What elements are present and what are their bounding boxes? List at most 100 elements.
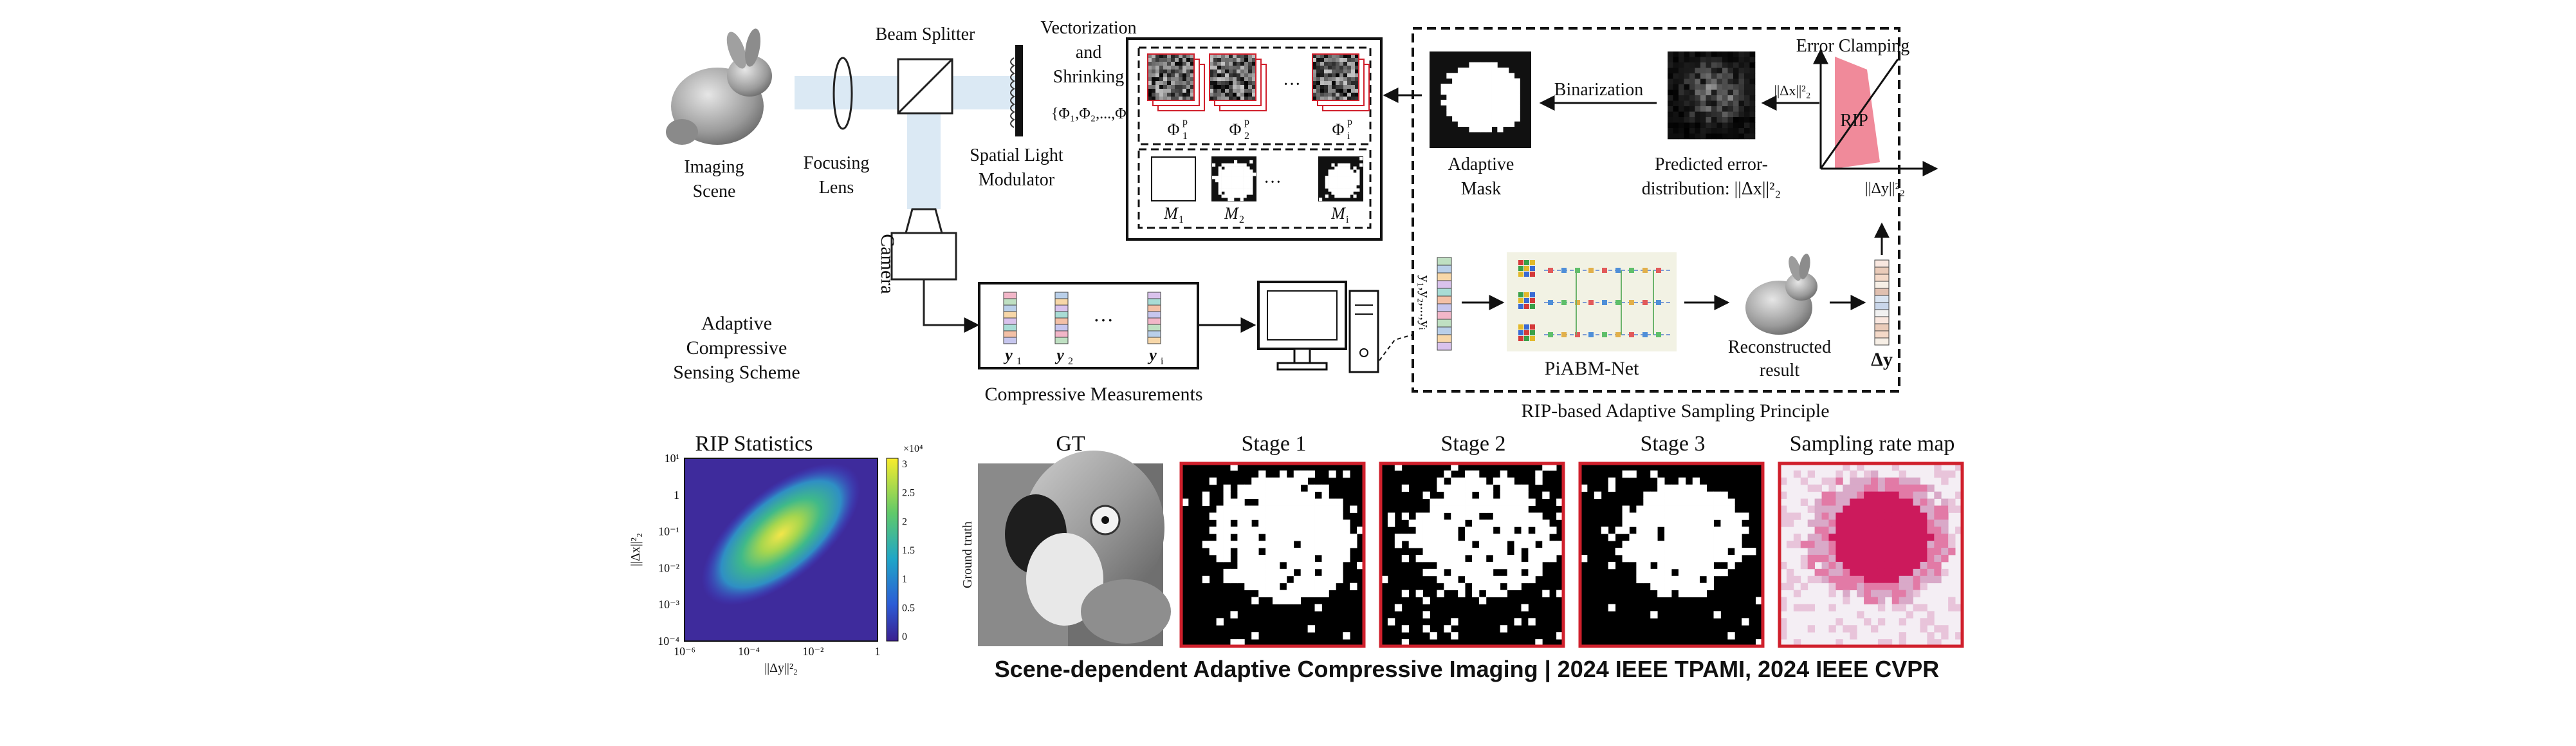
footer-caption: Scene-dependent Adaptive Compressive Ima…	[995, 656, 1940, 683]
predicted-label-2: distribution: ||Δx||²₂	[1642, 179, 1781, 199]
phi-label-1: Φ	[1167, 120, 1179, 139]
mask-label-2: M	[1224, 204, 1239, 223]
colorbar-tick-6: 0	[902, 631, 907, 642]
optical-setup: Imaging Scene Focusing Lens Beam Splitte…	[666, 18, 1137, 383]
focusing-lens-icon	[833, 57, 853, 130]
error-clamping-plot: RIP Error Clamping ||Δy||²₂	[1796, 36, 1938, 197]
scheme-label-3: Sensing Scheme	[673, 362, 800, 383]
rip-x-label: ||Δy||²₂	[764, 661, 798, 675]
vectorization-label-2: and	[1076, 42, 1101, 62]
parrot-ground-truth-image	[978, 451, 1171, 646]
rip-y-tick-1: 1	[674, 489, 679, 501]
measurements-caption: Compressive Measurements	[984, 384, 1202, 405]
predicted-error-image	[1668, 51, 1756, 140]
imaging-scene-label-1: Imaging	[684, 157, 744, 177]
predicted-label-1: Predicted error-	[1655, 154, 1768, 174]
colorbar-exponent: ×10⁴	[903, 443, 923, 454]
ground-truth-side-label: Ground truth	[961, 521, 975, 588]
delta-y-axis-label: ||Δy||²₂	[1865, 180, 1905, 197]
beam-splitter-label: Beam Splitter	[876, 24, 975, 44]
measurement-label-2: y	[1054, 346, 1064, 364]
colorbar	[886, 458, 899, 642]
adaptive-mask-label-2: Mask	[1461, 179, 1501, 199]
spatial-light-modulator-icon	[1010, 45, 1023, 136]
rip-y-label: ||Δx||²₂	[629, 533, 643, 566]
phi-subscript-1: 1	[1182, 131, 1188, 142]
delta-y-vector	[1874, 259, 1890, 346]
reconstructed-label-1: Reconstructed	[1728, 337, 1831, 357]
principle-caption: RIP-based Adaptive Sampling Principle	[1521, 400, 1829, 422]
rip-x-tick-3: 1	[875, 645, 881, 658]
rip-statistics-plot: RIP Statistics ×10⁴ 32.521.510.50 10¹110…	[629, 432, 923, 675]
stage-3-title: Stage 3	[1640, 432, 1705, 456]
phi-label-3: Φ	[1332, 120, 1344, 139]
stage-2-title: Stage 2	[1440, 432, 1505, 456]
vectorization-label-1: Vectorization	[1040, 18, 1136, 38]
phi-superscript-1: p	[1182, 117, 1188, 127]
colorbar-tick-5: 0.5	[902, 602, 915, 613]
y-sequence-label: y₁,y₂,...,yᵢ	[1417, 275, 1433, 330]
mask-patterns	[1151, 156, 1363, 201]
mask-ellipsis: ···	[1264, 173, 1282, 192]
measurement-vector	[1437, 257, 1452, 351]
phi-subscript-3: i	[1347, 131, 1350, 142]
adaptive-mask-image	[1430, 51, 1531, 148]
rip-x-tick-0: 10⁻⁶	[674, 645, 695, 658]
light-beam-vertical	[907, 109, 941, 209]
phi-ellipsis: ···	[1283, 75, 1301, 95]
measurement-label-3: y	[1147, 346, 1157, 364]
adaptive-mask-label-1: Adaptive	[1448, 154, 1514, 174]
gt-title: GT	[1056, 432, 1085, 456]
reconstructed-bunny-icon	[1745, 254, 1817, 335]
beam-splitter-icon	[897, 58, 953, 115]
focusing-lens-label-1: Focusing	[804, 153, 870, 173]
measurement-subscript-1: 1	[1017, 356, 1022, 367]
results-row: GT Ground truth Stage 1 Stage 2 Stage 3 …	[961, 432, 1964, 648]
camera-label: Camera	[877, 234, 898, 294]
piabm-net-diagram	[1507, 252, 1677, 351]
delta-y-label: Δy	[1871, 349, 1893, 370]
colorbar-tick-3: 1.5	[902, 545, 915, 556]
scheme-label-1: Adaptive	[701, 313, 772, 334]
stage-1-title: Stage 1	[1241, 432, 1306, 456]
sampling-rate-title: Sampling rate map	[1790, 432, 1955, 456]
rip-x-tick-2: 10⁻²	[803, 645, 824, 658]
reconstructed-label-2: result	[1760, 360, 1799, 380]
mask-pattern-1	[1151, 156, 1196, 201]
mask-subscript-2: 2	[1239, 214, 1244, 225]
phi-set-label: {Φ₁,Φ₂,...,Φᵢ}	[1051, 106, 1136, 122]
computer-icon	[1257, 281, 1379, 373]
piabm-net-label: PiABM-Net	[1545, 358, 1639, 379]
rip-region	[1835, 57, 1880, 169]
measurement-label-1: y	[1003, 346, 1013, 364]
binarization-label: Binarization	[1554, 80, 1643, 100]
measurement-subscript-2: 2	[1068, 356, 1073, 367]
phi-superscript-3: p	[1347, 117, 1352, 127]
mask-label-1: M	[1163, 204, 1179, 223]
rip-label: RIP	[1840, 111, 1868, 131]
slm-label-2: Modulator	[979, 170, 1055, 190]
measurement-subscript-3: i	[1161, 356, 1164, 367]
vectorization-label-3: Shrinking	[1053, 67, 1124, 87]
mask-label-3: M	[1330, 204, 1346, 223]
error-clamping-label: Error Clamping	[1796, 36, 1910, 56]
phi-superscript-2: p	[1244, 117, 1249, 127]
colorbar-tick-4: 1	[902, 574, 907, 585]
colorbar-tick-0: 3	[902, 459, 907, 470]
rip-y-tick-5: 10⁻⁴	[658, 635, 679, 648]
stage-3-mask	[1578, 462, 1765, 648]
colorbar-tick-1: 2.5	[902, 488, 915, 499]
imaging-scene-label-2: Scene	[693, 182, 736, 201]
camera-to-measurements-arrow	[923, 279, 980, 333]
sampling-rate-map	[1778, 462, 1964, 648]
mask-subscript-1: 1	[1179, 214, 1184, 225]
stage-2-mask	[1379, 462, 1565, 648]
colorbar-tick-2: 2	[902, 516, 907, 527]
rip-stats-title: RIP Statistics	[695, 432, 813, 456]
phi-label-2: Φ	[1229, 120, 1241, 139]
scheme-label-2: Compressive	[686, 337, 787, 359]
focusing-lens-label-2: Lens	[819, 178, 854, 198]
